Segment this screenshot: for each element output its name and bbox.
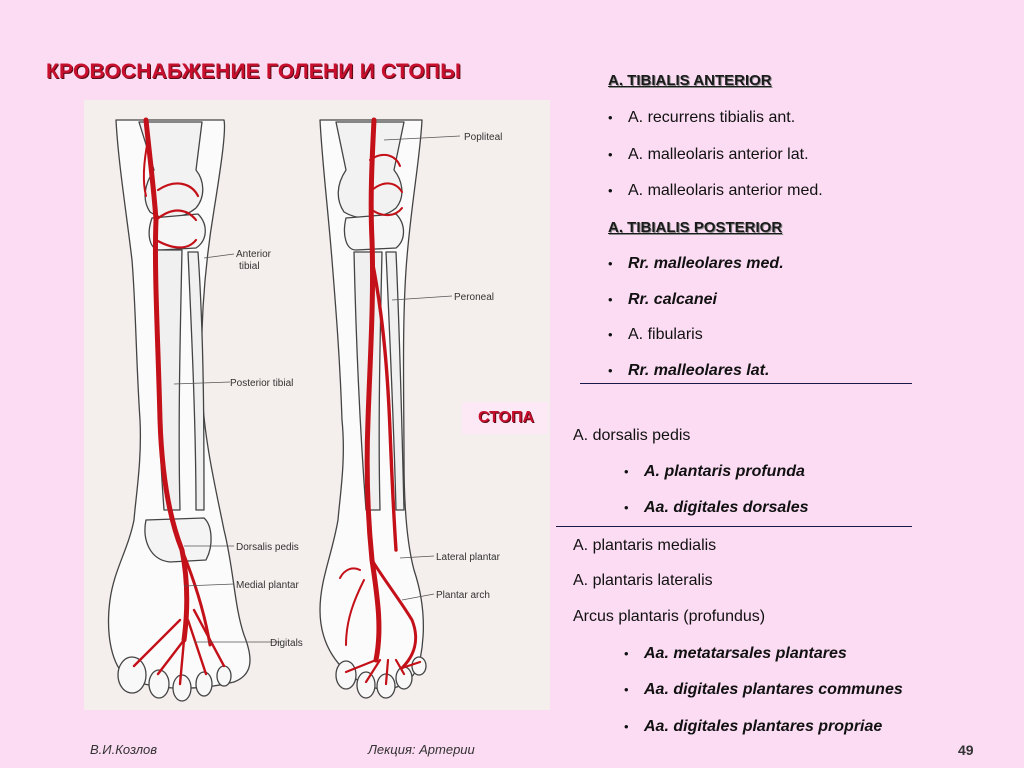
list-item: •A. malleolaris anterior lat. (608, 146, 809, 164)
footer-lecture: Лекция: Артерии (368, 742, 475, 757)
plantaris-lateralis-text: A. plantaris lateralis (573, 572, 713, 590)
label-posterior-tibial: Posterior tibial (230, 378, 293, 389)
label-anterior-tibial-2: tibial (239, 261, 260, 272)
arcus-plantaris-text: Arcus plantaris (profundus) (573, 608, 765, 626)
list-item: •Rr. calcanei (608, 291, 717, 309)
footer-author: В.И.Козлов (90, 742, 157, 757)
label-peroneal: Peroneal (454, 292, 494, 303)
heading-tibialis-posterior: A. TIBIALIS POSTERIOR (608, 219, 782, 236)
label-medial-plantar: Medial plantar (236, 580, 299, 591)
label-plantar-arch: Plantar arch (436, 590, 490, 601)
list-item: •Aa. digitales dorsales (624, 499, 809, 517)
divider (580, 383, 912, 384)
label-anterior-tibial-1: Anterior (236, 249, 272, 260)
label-popliteal: Popliteal (464, 132, 502, 143)
label-digitals: Digitals (270, 638, 303, 649)
plantaris-medialis-text: A. plantaris medialis (573, 537, 716, 555)
divider (556, 526, 912, 527)
label-dorsalis-pedis: Dorsalis pedis (236, 542, 299, 553)
list-item: •A. malleolaris anterior med. (608, 182, 823, 200)
list-item: •Aa. metatarsales plantares (624, 645, 847, 663)
stopa-label-box: СТОПА (462, 402, 548, 434)
list-item: •A. fibularis (608, 326, 703, 344)
dorsalis-pedis-text: A. dorsalis pedis (573, 427, 690, 445)
label-lateral-plantar: Lateral plantar (436, 552, 501, 563)
list-item: •Aa. digitales plantares propriae (624, 718, 882, 736)
heading-tibialis-anterior: A. TIBIALIS ANTERIOR (608, 72, 772, 89)
stopa-label: СТОПА (478, 409, 534, 427)
list-item: •Rr. malleolares lat. (608, 362, 769, 380)
list-item: •Rr. malleolares med. (608, 255, 784, 273)
slide-title: КРОВОСНАБЖЕНИЕ ГОЛЕНИ И СТОПЫ (46, 60, 461, 84)
list-item: •A. recurrens tibialis ant. (608, 109, 795, 127)
list-item: •A. plantaris profunda (624, 463, 805, 481)
list-item: •Aa. digitales plantares communes (624, 681, 903, 699)
page-number: 49 (958, 742, 974, 758)
